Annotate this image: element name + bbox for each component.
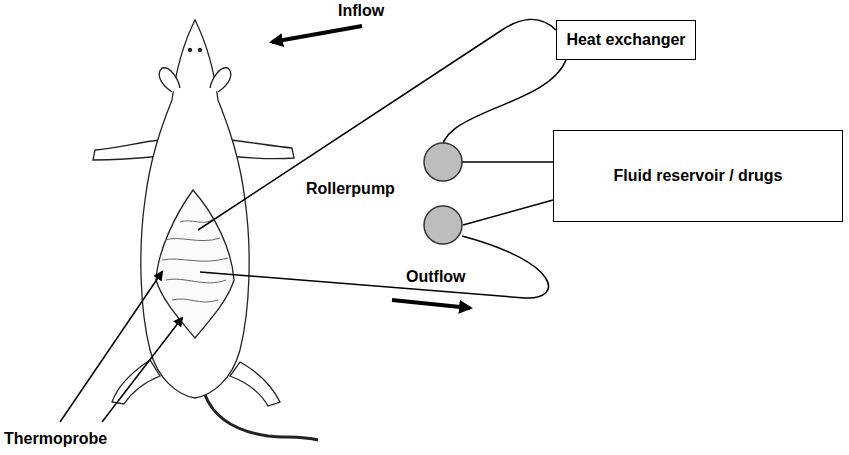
flow-label: Outflow xyxy=(404,268,468,286)
box-text: Heat exchanger xyxy=(566,31,685,49)
pump-label: Rollerpump xyxy=(304,180,397,198)
outflow-arrow xyxy=(392,300,470,308)
thermoprobe-arrow xyxy=(60,272,162,422)
tube-connector xyxy=(441,60,566,162)
inflow-tube xyxy=(198,19,556,230)
rollerpump-symbol xyxy=(424,206,462,244)
box-text: Fluid reservoir / drugs xyxy=(614,167,783,185)
flow-label: Inflow xyxy=(336,2,386,20)
outflow-tube xyxy=(200,236,548,298)
heat-exchanger-box: Heat exchanger xyxy=(556,20,696,60)
thermoprobe-arrow xyxy=(102,318,182,422)
rollerpump-symbol xyxy=(424,143,462,181)
pump-tube xyxy=(463,200,553,225)
inflow-arrow xyxy=(272,26,362,42)
reservoir-box: Fluid reservoir / drugs xyxy=(553,130,843,222)
rat-body xyxy=(93,20,318,440)
probe-label: Thermoprobe xyxy=(2,430,109,448)
